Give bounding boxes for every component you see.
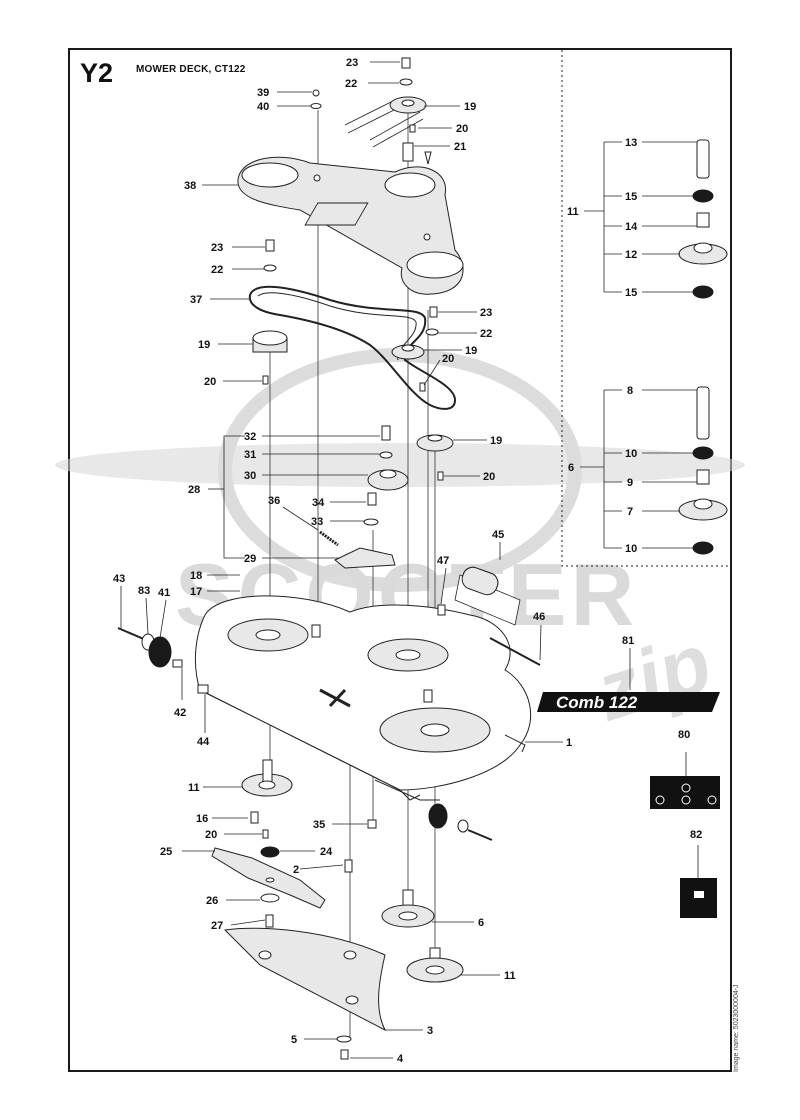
callout-42: 42 [174,707,186,719]
callout-44: 44 [197,736,210,748]
callout-20e: 20 [205,829,217,841]
callout-22c: 22 [480,328,492,340]
callout-16: 16 [196,813,208,825]
callout-12: 12 [625,249,637,261]
callout-23b: 23 [211,242,223,254]
callout-30: 30 [244,470,256,482]
drawing-frame [68,48,732,1072]
right-wheel-assembly [399,789,493,841]
callout-45: 45 [492,529,504,541]
left-pulley [252,239,288,385]
callout-7: 7 [627,506,633,518]
callout-19: 19 [464,101,476,113]
callout-27: 27 [211,920,223,932]
callout-8: 8 [627,385,633,397]
callout-1: 1 [566,737,572,749]
callout-41: 41 [158,587,170,599]
blade-assembly [211,846,326,928]
callout-46: 46 [533,611,545,623]
callout-14: 14 [625,221,638,233]
callout-21: 21 [454,141,466,153]
callout-2: 2 [293,864,299,876]
callout-4: 4 [397,1053,404,1065]
callout-83: 83 [138,585,150,597]
callout-32: 32 [244,431,256,443]
callout-15b: 15 [625,287,637,299]
callout-20c: 20 [442,353,454,365]
callout-19d: 19 [490,435,502,447]
callout-19b: 19 [198,339,210,351]
callout-38: 38 [184,180,196,192]
callout-31: 31 [244,449,256,461]
diagram-title: MOWER DECK, CT122 [136,64,246,75]
callout-47: 47 [437,555,449,567]
callout-23c: 23 [480,307,492,319]
callout-11b: 11 [504,970,516,982]
decal-80 [650,776,720,809]
callout-10a: 10 [625,448,637,460]
callout-10b: 10 [625,543,637,555]
drive-belt [248,285,457,410]
callout-20b: 20 [204,376,216,388]
callout-20: 20 [456,123,468,135]
leader-lines [120,61,699,1059]
callout-22: 22 [345,78,357,90]
callout-81: 81 [622,635,634,647]
right-pulleys [391,306,454,481]
inset-border [561,50,730,567]
callout-25: 25 [160,846,172,858]
callout-82: 82 [690,829,702,841]
callout-9: 9 [627,477,633,489]
spindle-kit-11-parts [678,139,728,299]
callout-24: 24 [320,846,333,858]
discharge-chute [223,819,387,1060]
callout-36: 36 [268,495,280,507]
callout-19c: 19 [465,345,477,357]
callout-34: 34 [312,497,325,509]
callout-33: 33 [311,516,323,528]
spindle-kit-6-parts [678,386,728,555]
callout-40: 40 [257,101,269,113]
left-spindle [241,759,293,839]
belt-cover [237,156,464,295]
callout-18: 18 [190,570,202,582]
callout-6a: 6 [478,917,484,929]
left-wheel-assembly [117,627,209,694]
callout-11c: 11 [567,206,579,218]
callout-22b: 22 [211,264,223,276]
callout-3: 3 [427,1025,433,1037]
callout-37: 37 [190,294,202,306]
callout-39: 39 [257,87,269,99]
callout-15a: 15 [625,191,637,203]
mower-deck [195,595,532,801]
callout-17: 17 [190,586,202,598]
callout-5: 5 [291,1034,297,1046]
top-pulley [310,57,432,165]
callout-6b: 6 [568,462,574,474]
callout-26: 26 [206,895,218,907]
decal-82 [680,878,717,918]
callout-11a: 11 [188,782,200,794]
center-spindles [381,889,464,983]
callout-labels: 23 22 19 20 21 39 40 38 23 22 37 19 20 2… [113,57,702,1065]
idler-arm-assembly [319,425,409,569]
callout-29: 29 [244,553,256,565]
diagram-code: Y2 [80,58,114,88]
callout-23: 23 [346,57,358,69]
callout-35: 35 [313,819,325,831]
callout-80: 80 [678,729,690,741]
callout-20d: 20 [483,471,495,483]
callout-28: 28 [188,484,200,496]
deflector-spring [437,566,541,666]
callout-13: 13 [625,137,637,149]
badge-text: Comb 122 [556,693,638,712]
comb-122-badge: Comb 122 [537,692,720,712]
callout-43: 43 [113,573,125,585]
